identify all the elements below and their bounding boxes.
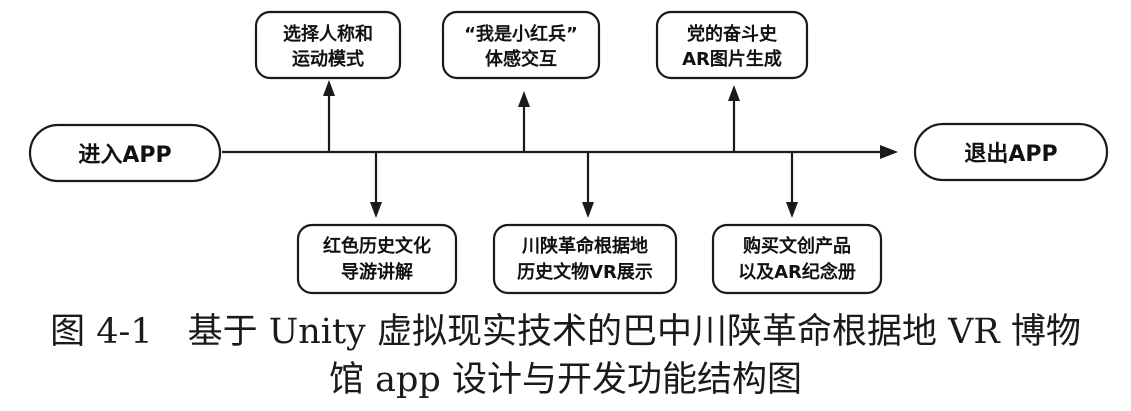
step-box-bottom-3 xyxy=(711,223,883,295)
branch-up-1-arrowhead xyxy=(323,80,335,96)
step-bottom-2-line2: 历史文物VR展示 xyxy=(517,261,653,283)
step-box-bottom-1 xyxy=(296,223,458,295)
end-label: 退出APP xyxy=(964,142,1057,167)
end-terminal xyxy=(913,122,1109,182)
figure-caption: 图 4-1 基于 Unity 虚拟现实技术的巴中川陕革命根据地 VR 博物 馆 … xyxy=(0,308,1131,404)
start-label: 进入APP xyxy=(78,143,171,168)
step-top-3-line2: AR图片生成 xyxy=(682,48,782,70)
step-top-1-line2: 运动模式 xyxy=(292,48,364,70)
step-top-2-line2: 体感交互 xyxy=(485,48,557,70)
branch-up-2-arrowhead xyxy=(518,91,530,107)
step-top-1-line1: 选择人称和 xyxy=(283,23,373,45)
step-box-top-3 xyxy=(655,10,809,80)
start-terminal xyxy=(28,123,222,183)
branch-down-2-arrowhead xyxy=(582,202,594,218)
step-bottom-1-line1: 红色历史文化 xyxy=(323,235,431,257)
step-box-top-1 xyxy=(254,10,402,80)
step-bottom-1-line2: 导游讲解 xyxy=(341,261,413,283)
branch-down-1-arrowhead xyxy=(370,202,382,218)
flow-diagram: 进入APP 退出APP 选择人称和 运动模式 “我是小红兵” 体感交互 党的奋斗… xyxy=(28,10,1109,295)
branch-up-3-arrowhead xyxy=(728,85,740,101)
step-box-top-2 xyxy=(441,10,601,80)
figure-caption-line1: 图 4-1 基于 Unity 虚拟现实技术的巴中川陕革命根据地 VR 博物 xyxy=(50,312,1081,352)
main-flow-arrowhead xyxy=(880,145,898,159)
step-top-3-line1: 党的奋斗史 xyxy=(687,23,778,45)
step-box-bottom-2 xyxy=(492,223,678,295)
step-bottom-2-line1: 川陕革命根据地 xyxy=(521,235,648,257)
branch-down-3-arrowhead xyxy=(786,202,798,218)
step-top-2-line1: “我是小红兵” xyxy=(464,23,578,45)
step-bottom-3-line1: 购买文创产品 xyxy=(743,235,851,257)
figure-caption-line2: 馆 app 设计与开发功能结构图 xyxy=(329,360,802,400)
step-bottom-3-line2: 以及AR纪念册 xyxy=(738,261,856,283)
